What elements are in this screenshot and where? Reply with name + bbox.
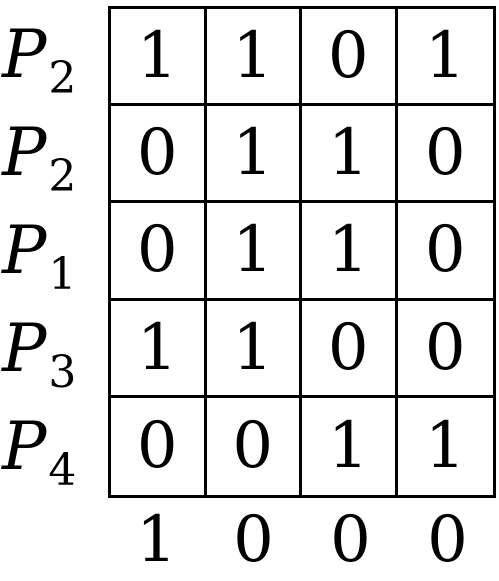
matrix-cell: 1 [206,300,302,398]
matrix-cell: 0 [207,397,302,495]
row-label-3: P1 [2,202,106,300]
matrix-cell: 1 [206,106,302,204]
row-label-4: P3 [2,300,106,398]
matrix-cell: 1 [302,397,398,495]
matrix-cell: 1 [424,409,466,484]
matrix-cell: 1 [397,9,493,107]
row-label-base: P [2,212,47,289]
matrix-cell: 1 [206,9,302,107]
matrix-cell: 0 [302,300,398,398]
bottom-value: 0 [427,502,468,577]
bottom-value: 1 [136,502,177,577]
matrix-cell: 0 [302,9,398,107]
row-label-base: P [2,310,47,387]
matrix-cell: 0 [397,106,493,204]
row-label-subscript: 4 [48,445,77,496]
matrix-cell: 1 [111,300,207,398]
matrix-cell: 0 [397,203,493,301]
row-label-2: P2 [2,104,106,202]
matrix-cell: 0 [111,106,207,204]
row-label-subscript: 3 [48,347,77,398]
row-label-base: P [2,16,47,93]
row-label-1: P2 [2,6,106,104]
matrix-cell: 1 [302,106,398,204]
bottom-value-row: 1 0 0 0 [108,498,496,581]
matrix-cell: 1 [111,9,207,107]
row-label-subscript: 1 [48,249,77,300]
row-label-5: P4 [2,398,106,496]
matrix-grid: 1 1 0 1 0 1 1 0 0 1 1 0 1 1 0 0 0 0 1 1 [108,6,496,498]
matrix-cell: 0 [397,301,493,398]
row-label-base: P [2,114,47,191]
row-label-base: P [2,408,47,485]
bottom-value: 0 [330,502,371,577]
matrix-cell: 1 [302,203,398,301]
matrix-cell: 1 [206,203,302,301]
matrix-cell: 0 [111,397,207,495]
bottom-value: 0 [233,502,274,577]
row-label-subscript: 2 [48,151,77,202]
matrix-cell: 0 [111,203,207,301]
row-label-subscript: 2 [48,53,77,104]
